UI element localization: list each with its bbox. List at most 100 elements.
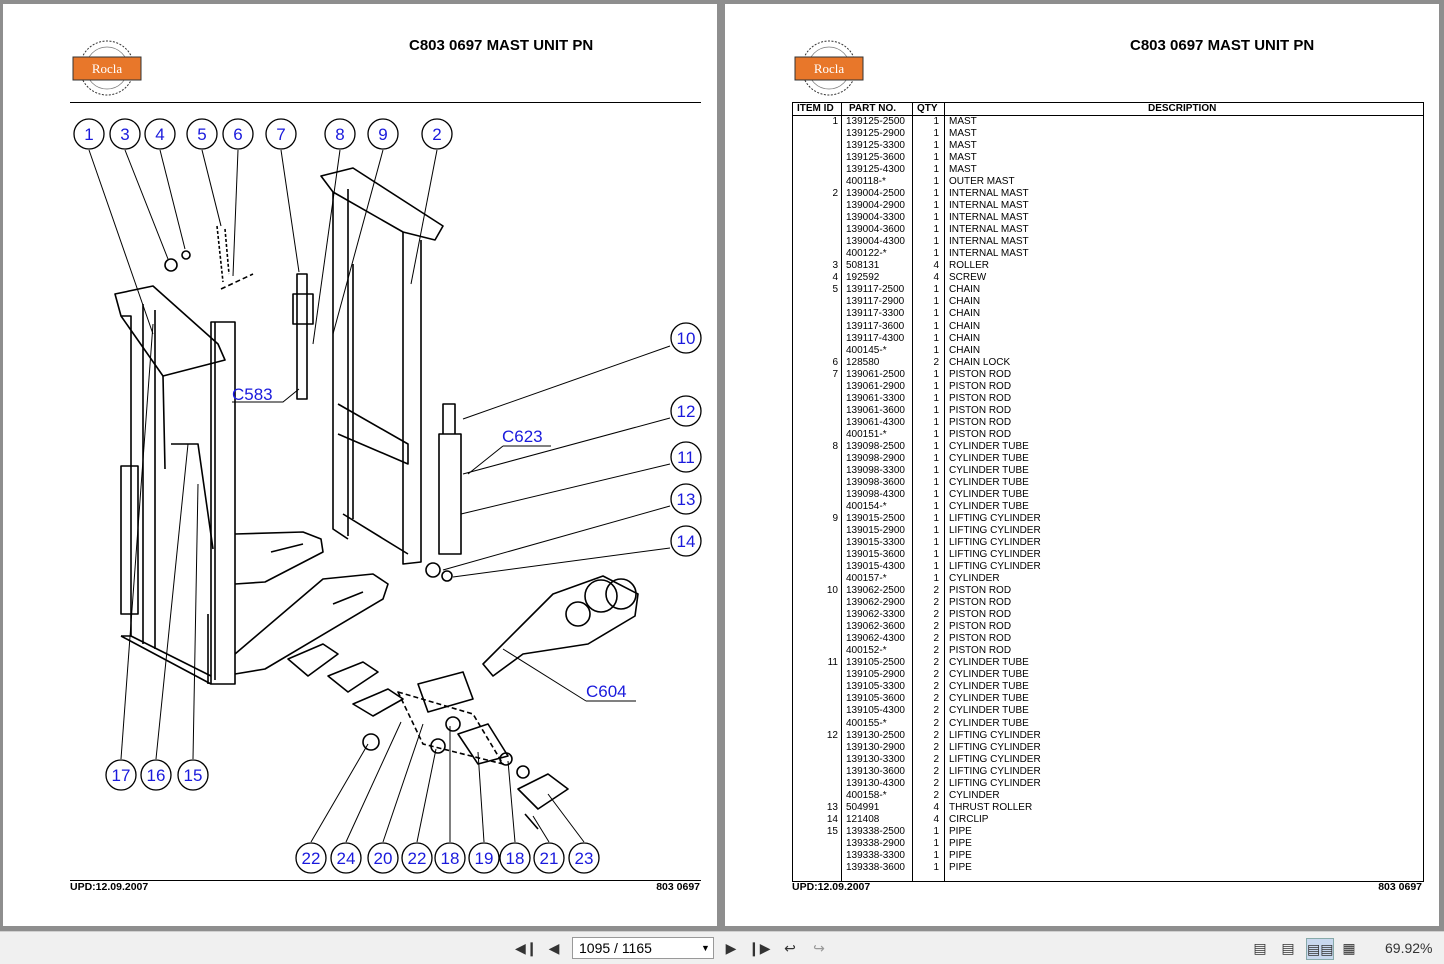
callout-circle — [367, 118, 399, 150]
qty-cell: 1 — [933, 837, 939, 849]
footer-date: UPD:12.09.2007 — [792, 881, 871, 893]
page-number-input[interactable]: 1095 / 1165 ▼ — [572, 937, 714, 959]
qty-cell: 1 — [933, 152, 939, 164]
item-id-cell: 4 — [832, 272, 838, 284]
last-page-icon[interactable]: ❙▶ — [748, 940, 771, 956]
part-no-cell: 139117-3600 — [846, 320, 905, 332]
description-cell: PISTON ROD — [949, 633, 1012, 645]
description-cell: CHAIN — [949, 284, 981, 296]
description-cell: PISTON ROD — [949, 609, 1012, 621]
qty-cell: 1 — [933, 849, 939, 861]
part-no-cell: 504991 — [846, 801, 880, 813]
qty-cell: 1 — [933, 140, 939, 152]
description-cell: LIFTING CYLINDER — [949, 753, 1041, 765]
description-cell: CYLINDER TUBE — [949, 500, 1029, 512]
description-cell: ROLLER — [949, 260, 990, 272]
qty-cell: 1 — [933, 488, 939, 500]
part-no-cell: 400158-* — [846, 789, 887, 801]
first-page-icon[interactable]: ◀❙ — [515, 940, 538, 956]
callout-circle — [670, 395, 702, 427]
qty-cell: 2 — [933, 789, 939, 801]
description-cell: PISTON ROD — [949, 428, 1012, 440]
callout-label: 18 — [441, 849, 460, 868]
next-page-icon[interactable]: ▶ — [725, 940, 737, 956]
qty-cell: 1 — [933, 512, 939, 524]
part-no-cell: 139117-2900 — [846, 296, 905, 308]
callout-label: 9 — [378, 125, 387, 144]
part-no-cell: 139125-3600 — [846, 152, 905, 164]
next-view-icon[interactable]: ↪ — [813, 940, 825, 956]
part-no-cell: 139061-4300 — [846, 416, 905, 428]
continuous-icon[interactable]: ▤ — [1281, 940, 1295, 956]
qty-cell: 1 — [933, 549, 939, 561]
description-cell: CYLINDER — [949, 789, 1000, 801]
rocla-logo: Rocla — [794, 40, 864, 96]
item-id-cell: 9 — [832, 512, 838, 524]
qty-cell: 1 — [933, 392, 939, 404]
chevron-down-icon[interactable]: ▼ — [701, 943, 710, 953]
item-id-cell: 7 — [832, 368, 838, 380]
qty-cell: 1 — [933, 332, 939, 344]
qty-cell: 4 — [933, 801, 939, 813]
part-no-cell: 139125-2900 — [846, 128, 905, 140]
two-page-icon[interactable]: ▤▤ — [1306, 938, 1334, 960]
single-page-icon[interactable]: ▤ — [1253, 940, 1267, 956]
prev-page-icon[interactable]: ◀ — [548, 940, 560, 956]
callout-label: 7 — [276, 125, 285, 144]
description-cell: PISTON ROD — [949, 585, 1012, 597]
callout-circle — [533, 842, 565, 874]
description-cell: PISTON ROD — [949, 392, 1012, 404]
qty-cell: 1 — [933, 320, 939, 332]
part-no-cell: 139015-2900 — [846, 525, 905, 537]
part-no-cell: 139015-3300 — [846, 537, 905, 549]
description-cell: CHAIN LOCK — [949, 356, 1011, 368]
description-cell: CYLINDER TUBE — [949, 452, 1029, 464]
footer-code: 803 0697 — [1378, 881, 1422, 893]
description-cell: INTERNAL MAST — [949, 200, 1029, 212]
item-id-cell: 13 — [826, 801, 838, 813]
qty-cell: 2 — [933, 693, 939, 705]
qty-cell: 1 — [933, 236, 939, 248]
ref-c604[interactable]: C604 — [586, 682, 627, 701]
description-cell: PISTON ROD — [949, 621, 1012, 633]
qty-cell: 1 — [933, 380, 939, 392]
callout-label: 10 — [677, 329, 696, 348]
zoom-level[interactable]: 69.92% — [1385, 940, 1433, 956]
part-no-cell: 139098-2500 — [846, 440, 905, 452]
previous-view-icon[interactable]: ↩ — [784, 940, 796, 956]
qty-cell: 1 — [933, 452, 939, 464]
two-page-continuous-icon[interactable]: ▦ — [1342, 940, 1356, 956]
callout-circle — [499, 842, 531, 874]
qty-cell: 2 — [933, 753, 939, 765]
callout-label: 22 — [408, 849, 427, 868]
qty-cell: 1 — [933, 212, 939, 224]
qty-cell: 2 — [933, 765, 939, 777]
qty-cell: 1 — [933, 128, 939, 140]
ref-c623[interactable]: C623 — [502, 427, 543, 446]
ref-c583[interactable]: C583 — [232, 385, 273, 404]
col-description: DESCRIPTION — [1148, 103, 1217, 114]
callout-label: 24 — [337, 849, 356, 868]
description-cell: MAST — [949, 152, 977, 164]
part-no-cell: 139098-2900 — [846, 452, 905, 464]
rocla-logo: Rocla — [72, 40, 142, 96]
qty-cell: 2 — [933, 717, 939, 729]
col-qty: QTY — [917, 103, 938, 114]
